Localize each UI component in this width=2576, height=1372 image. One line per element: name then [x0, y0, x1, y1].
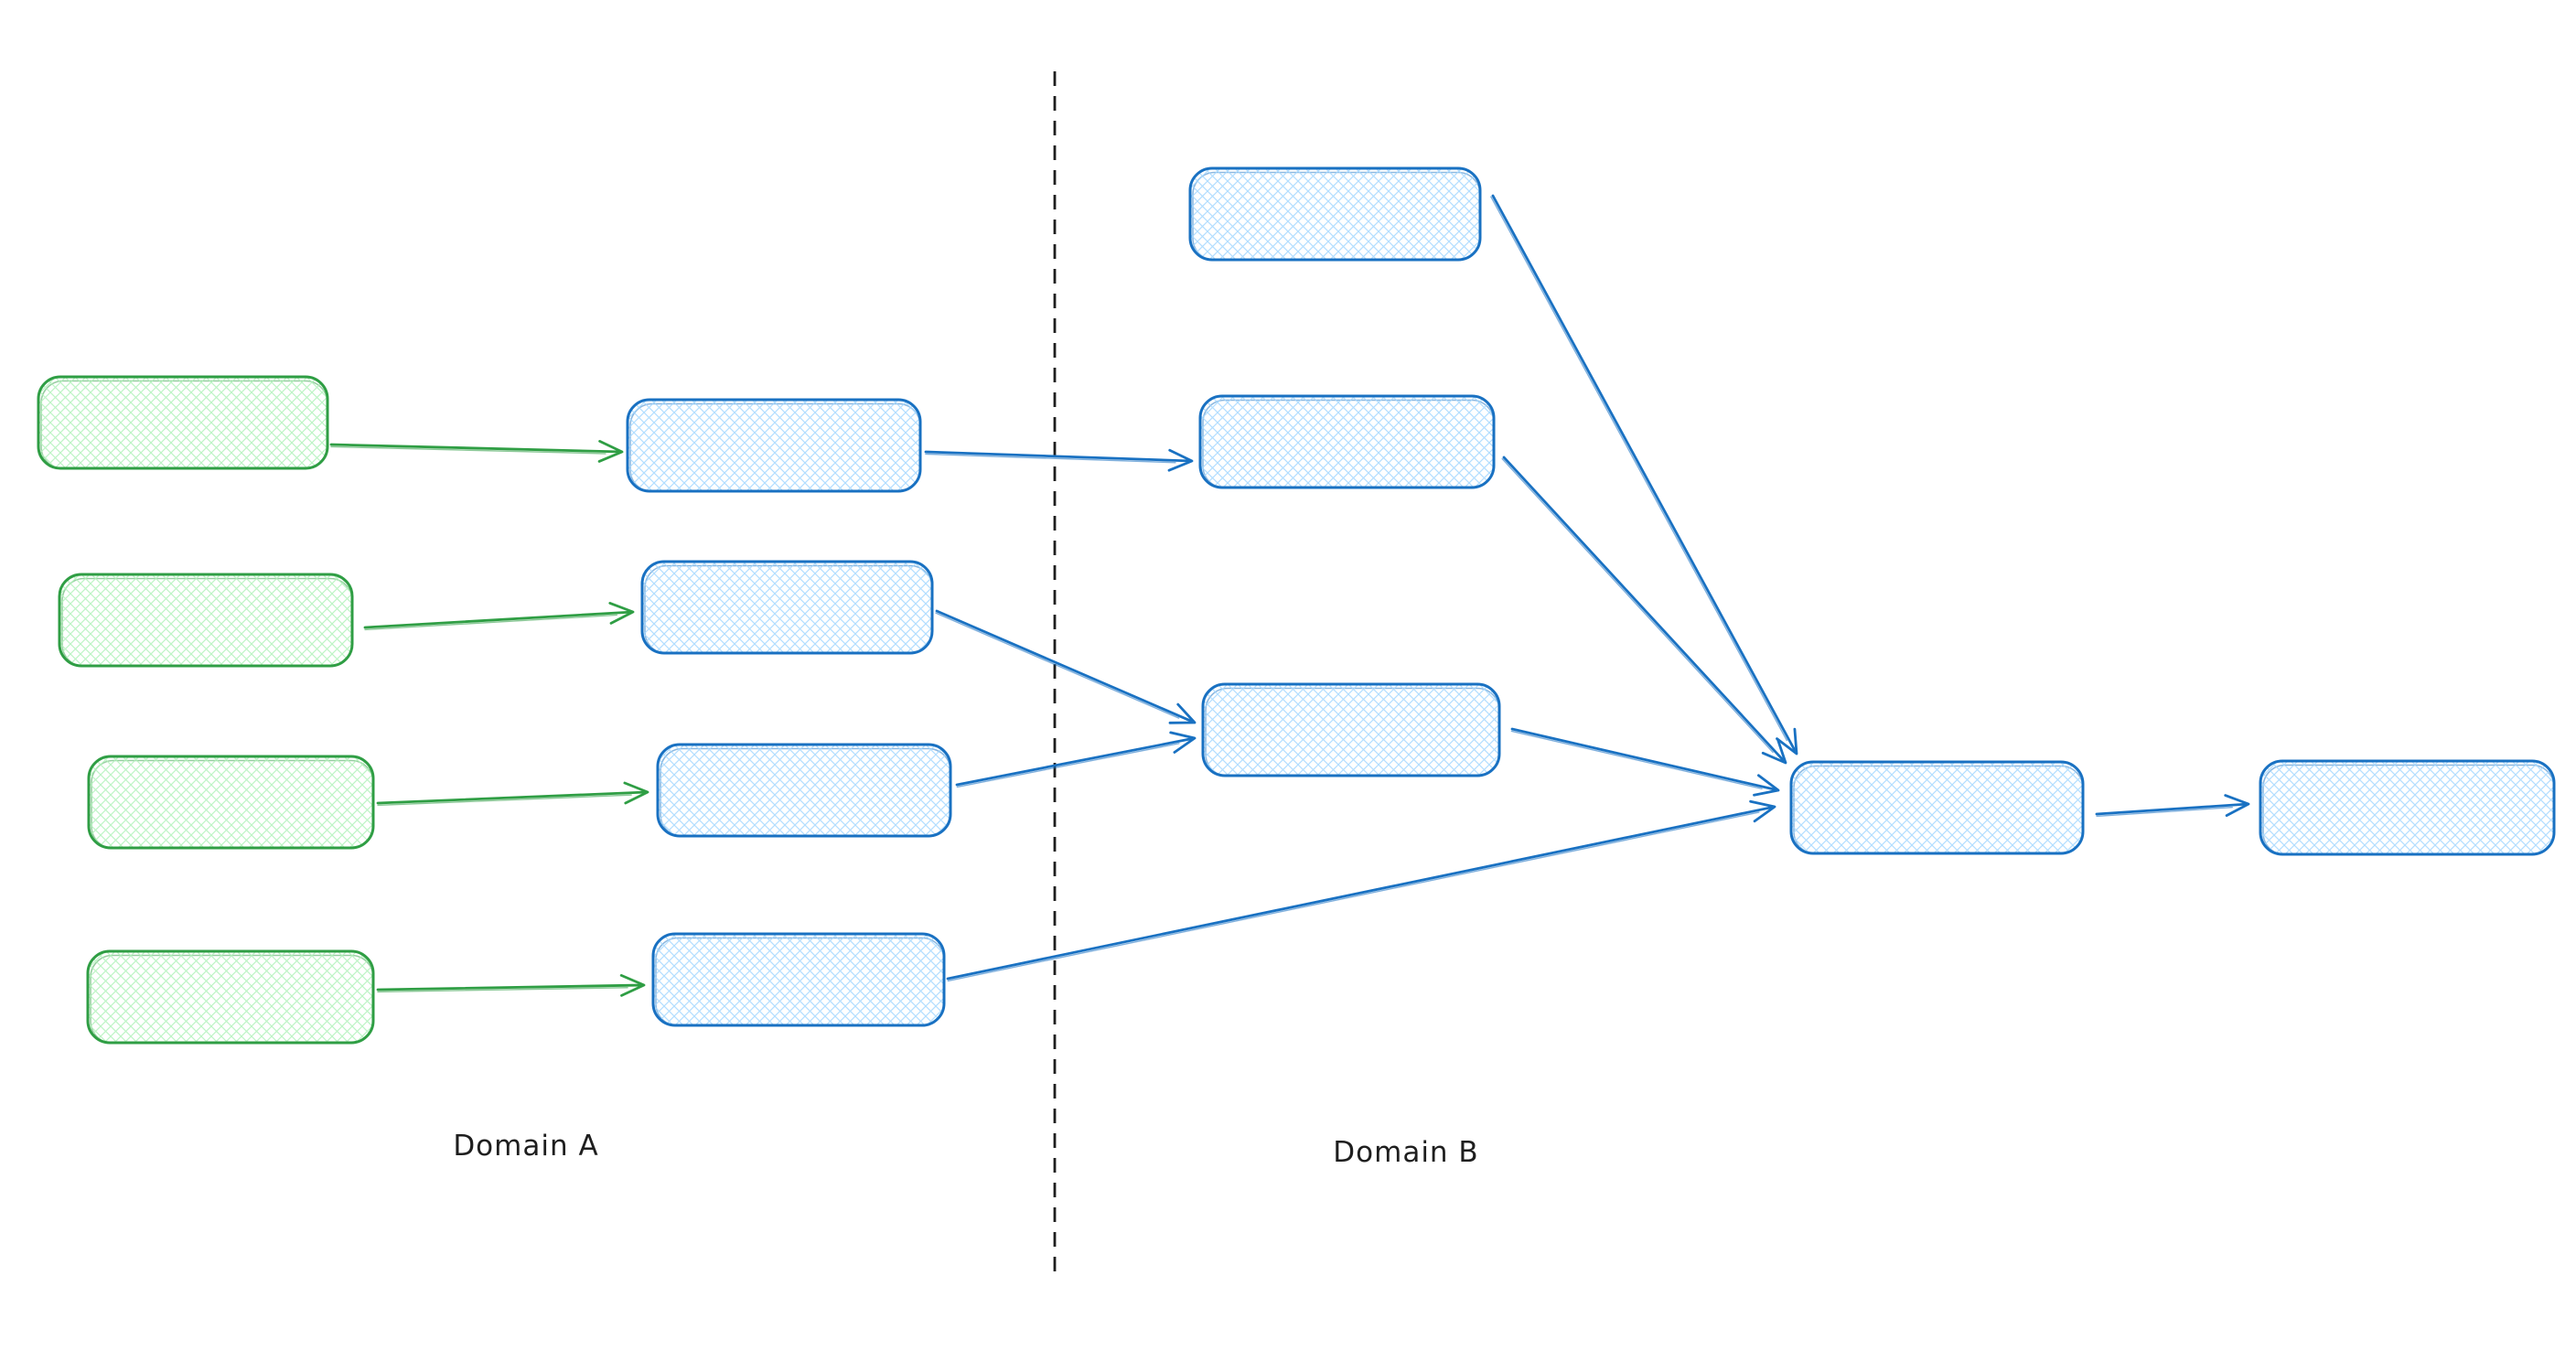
edge-arrow-blue-b3-to-hub[interactable]: [1510, 727, 1780, 797]
edge-sketch-stroke: [1510, 730, 1763, 790]
edge-arrow-blue-a3-to-blue-b3[interactable]: [955, 731, 1197, 788]
edge-shaft: [329, 443, 620, 454]
edge-shaft: [1502, 456, 1785, 762]
edge-sketch-stroke: [364, 614, 617, 631]
edge-shaft: [946, 806, 1773, 981]
edge-arrow-hub-to-blue-out[interactable]: [2095, 794, 2250, 818]
edge-sketch-stroke: [1501, 457, 1774, 754]
node-box: [87, 755, 375, 850]
edge-arrow-green-1-to-blue-a1[interactable]: [329, 440, 624, 463]
node-box: [58, 573, 354, 668]
edge-arrow-green-4-to-blue-a4[interactable]: [376, 974, 646, 997]
node-box: [1188, 166, 1482, 262]
edge-shaft: [1510, 727, 1776, 791]
node-box: [1198, 394, 1496, 489]
node-blue-a2[interactable]: [640, 560, 934, 655]
node-green-1[interactable]: [37, 375, 329, 470]
edge-shaft: [376, 983, 642, 991]
edge-shaft: [935, 609, 1193, 723]
node-blue-b3[interactable]: [1201, 682, 1501, 777]
node-blue-out[interactable]: [2259, 759, 2556, 856]
edge-sketch-stroke: [956, 743, 1180, 788]
edge-sketch-stroke: [2096, 806, 2233, 818]
edge-arrow-green-2-to-blue-a2[interactable]: [363, 602, 635, 631]
edge-sketch-stroke: [935, 612, 1180, 719]
edge-arrow-blue-a4-to-hub[interactable]: [946, 799, 1776, 982]
label-domain-a[interactable]: Domain A: [453, 1130, 598, 1163]
node-blue-b2[interactable]: [1198, 394, 1496, 489]
node-box: [626, 398, 922, 493]
node-box: [37, 375, 329, 470]
node-box: [1789, 760, 2085, 855]
node-green-4[interactable]: [86, 949, 375, 1045]
edge-shaft: [376, 790, 646, 805]
node-box: [656, 743, 952, 838]
arrowhead-icon: [1168, 702, 1197, 724]
node-blue-a1[interactable]: [626, 398, 922, 493]
edge-arrow-blue-a1-to-blue-b2[interactable]: [924, 448, 1194, 472]
edge-shaft: [363, 610, 631, 629]
edge-shaft: [2095, 802, 2247, 816]
node-box: [651, 932, 946, 1027]
label-domain-b[interactable]: Domain B: [1333, 1136, 1478, 1169]
edge-sketch-stroke: [925, 453, 1176, 464]
arrowhead-icon: [1761, 738, 1787, 765]
arrowhead-icon: [2224, 794, 2250, 817]
edge-shaft: [955, 737, 1193, 787]
node-green-3[interactable]: [87, 755, 375, 850]
edge-arrow-green-3-to-blue-a3[interactable]: [376, 781, 649, 807]
edge-shaft: [924, 450, 1190, 463]
arrowhead-icon: [1749, 799, 1776, 823]
node-box: [1201, 682, 1501, 777]
edge-arrow-blue-b2-to-hub[interactable]: [1501, 456, 1787, 765]
node-green-2[interactable]: [58, 573, 354, 668]
arrowhead-icon: [1776, 727, 1798, 756]
arrowhead-icon: [1753, 774, 1780, 797]
arrowhead-icon: [597, 440, 624, 463]
edge-sketch-stroke: [377, 986, 628, 993]
node-blue-a4[interactable]: [651, 932, 946, 1027]
node-box: [86, 949, 375, 1045]
arrowhead-icon: [608, 602, 635, 625]
edge-sketch-stroke: [947, 811, 1760, 982]
edge-arrow-blue-b1-to-hub[interactable]: [1490, 194, 1798, 756]
node-blue-a3[interactable]: [656, 743, 952, 838]
arrowhead-icon: [1169, 731, 1197, 754]
arrowhead-icon: [1167, 448, 1194, 472]
node-box: [2259, 759, 2556, 856]
edge-sketch-stroke: [1490, 196, 1788, 742]
edge-sketch-stroke: [377, 794, 632, 807]
edge-arrow-blue-a2-to-blue-b3[interactable]: [935, 609, 1197, 724]
node-box: [640, 560, 934, 655]
edge-shaft: [1491, 194, 1797, 752]
node-blue-b1[interactable]: [1188, 166, 1482, 262]
arrowhead-icon: [623, 781, 649, 805]
edge-sketch-stroke: [330, 445, 606, 455]
node-blue-hub[interactable]: [1789, 760, 2085, 855]
arrowhead-icon: [619, 974, 646, 997]
